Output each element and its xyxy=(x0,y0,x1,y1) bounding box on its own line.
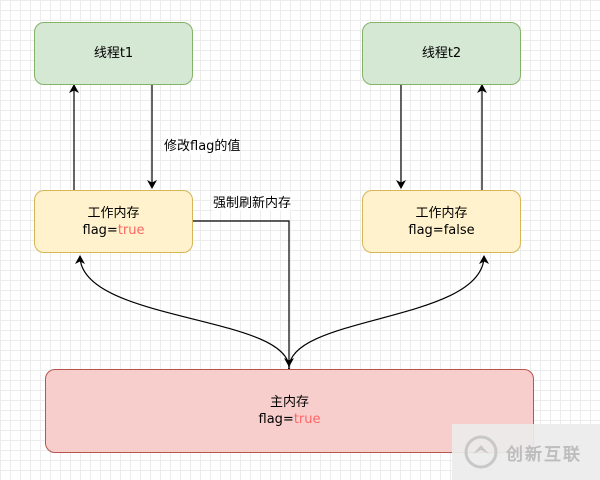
main-memory-title: 主内存 xyxy=(269,395,309,410)
edge-force-flush xyxy=(193,220,294,367)
working-memory-t2-node: 工作内存 flag=false xyxy=(362,190,521,253)
working-memory-t2-title: 工作内存 xyxy=(415,205,468,221)
working-memory-t1-flag: flag=true xyxy=(83,222,145,239)
edge-label-force-flush: 强制刷新内存 xyxy=(213,192,292,211)
flag-prefix: flag= xyxy=(82,222,118,238)
thread-t2-label: 线程t2 xyxy=(421,46,462,61)
watermark: 创新互联 xyxy=(452,424,600,480)
flag-value: true xyxy=(117,222,145,238)
edge-label-modify-flag: 修改flag的值 xyxy=(164,135,241,154)
flag-value: true xyxy=(293,412,321,427)
edge-main-wm1 xyxy=(75,255,295,377)
flag-value: false xyxy=(443,222,475,238)
thread-t1-node: 线程t1 xyxy=(34,22,193,85)
edge-main-wm2 xyxy=(283,255,489,377)
main-memory-flag: flag=true xyxy=(259,411,321,428)
working-memory-t1-node: 工作内存 flag=true xyxy=(34,190,193,253)
watermark-text: 创新互联 xyxy=(506,444,582,465)
working-memory-t1-title: 工作内存 xyxy=(87,205,140,221)
watermark-logo-icon xyxy=(464,435,498,469)
flag-prefix: flag= xyxy=(258,412,294,427)
thread-t2-node: 线程t2 xyxy=(362,22,521,85)
thread-t1-label: 线程t1 xyxy=(93,46,134,61)
flag-prefix: flag= xyxy=(408,222,444,238)
working-memory-t2-flag: flag=false xyxy=(408,222,474,239)
